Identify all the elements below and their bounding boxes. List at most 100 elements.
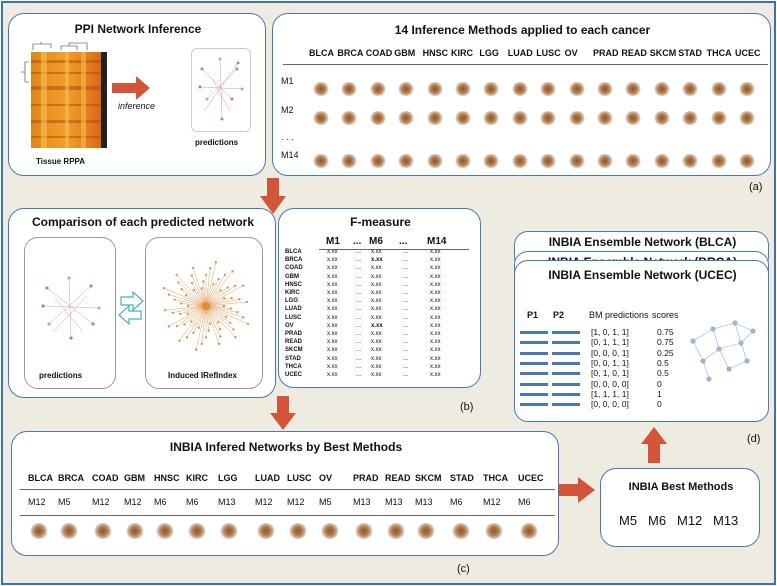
method-network-thumb xyxy=(426,111,443,125)
fm-cell-m1: x.xx xyxy=(327,281,338,288)
fm-cell-m14: x.xx xyxy=(430,257,441,264)
fm-cell-m14: x.xx xyxy=(430,249,441,255)
fm-cell-m14: x.xx xyxy=(430,290,441,296)
protein-p2-bar xyxy=(552,361,580,365)
fm-cell-m1: x.xx xyxy=(327,331,338,337)
inferred-network-thumb xyxy=(417,523,435,539)
fm-cell-m14: x.xx xyxy=(430,298,441,305)
inferred-network-thumb xyxy=(520,523,538,539)
method-network-thumb xyxy=(710,82,727,96)
fm-cell-m6: x.xx xyxy=(371,249,382,255)
methods-cancer-label: BRCA xyxy=(337,48,364,58)
fm-cell-m1: x.xx xyxy=(327,273,338,280)
method-network-thumb xyxy=(739,154,755,168)
col-p1: P1 xyxy=(527,310,539,320)
panel-letter-a: (a) xyxy=(749,181,763,193)
protein-p2-bar xyxy=(552,403,580,407)
fm-cell-m6: x.xx xyxy=(371,273,382,280)
method-row-label: M14 xyxy=(281,150,299,160)
protein-p1-bar xyxy=(520,372,548,376)
method-network-thumb xyxy=(369,111,386,125)
method-network-thumb xyxy=(511,82,528,96)
methods-cancer-label: LGG xyxy=(479,48,499,58)
methods-cancer-label: COAD xyxy=(365,48,393,58)
fm-cell-m1: x.xx xyxy=(327,363,338,370)
panel-letter-d: (d) xyxy=(747,433,761,445)
inferred-network-thumb xyxy=(60,523,78,539)
method-network-thumb xyxy=(426,82,443,96)
fm-cell-dots1: ... xyxy=(356,306,362,313)
fm-cell-m1: x.xx xyxy=(327,290,338,296)
irefindex-subbox: Induced IRefIndex xyxy=(145,237,263,389)
fm-row-name: UCEC xyxy=(285,372,303,378)
panel-letter-b: (b) xyxy=(460,401,474,413)
fm-cell-m14: x.xx xyxy=(430,306,441,313)
prediction-network-graph xyxy=(198,57,244,121)
col-bm: BM predictions xyxy=(589,310,649,320)
fm-cell-dots1: ... xyxy=(356,347,362,354)
arrow-up xyxy=(641,427,667,463)
method-network-thumb xyxy=(511,111,528,125)
fm-cell-dots1: ... xyxy=(356,265,362,272)
method-network-thumb xyxy=(398,82,415,96)
bm-prediction: [1, 0, 1, 1] xyxy=(591,327,629,337)
inferred-method-label: M6 xyxy=(518,497,531,507)
fm-cell-m6: x.xx xyxy=(371,339,382,346)
inferred-cancer-label: OV xyxy=(319,473,333,483)
comparison-predictions-label: predictions xyxy=(39,371,83,380)
inferred-cancer-label: SKCM xyxy=(415,473,442,483)
fm-cell-m6: x.xx xyxy=(371,298,382,305)
inferred-method-label: M6 xyxy=(186,497,199,507)
fm-cell-dots1: ... xyxy=(356,290,362,296)
inferred-method-label: M12 xyxy=(124,497,142,507)
ensemble-stack-title: INBIA Ensemble Network (BLCA) xyxy=(548,235,737,249)
fm-cell-m1: x.xx xyxy=(327,257,338,264)
methods-cancer-label: STAD xyxy=(678,48,703,58)
method-network-thumb xyxy=(682,154,699,168)
inferred-method-label: M12 xyxy=(483,497,501,507)
arrow-right xyxy=(559,477,595,503)
method-network-thumb xyxy=(341,111,358,125)
inferred-network-thumb xyxy=(387,523,405,539)
fm-cell-m1: x.xx xyxy=(327,339,338,346)
protein-p2-bar xyxy=(552,392,580,396)
methods-cancer-label: KIRC xyxy=(451,48,473,58)
fm-cell-dots2: ... xyxy=(403,249,409,255)
fm-row-name: THCA xyxy=(285,363,302,370)
method-network-thumb xyxy=(625,154,642,168)
fm-cell-m6: x.xx xyxy=(371,363,382,370)
fm-cell-m6: x.xx xyxy=(371,331,382,337)
fm-cell-m1: x.xx xyxy=(327,249,338,255)
method-network-thumb xyxy=(568,154,585,168)
protein-p1-bar xyxy=(520,382,548,386)
methods-cancer-label: HNSC xyxy=(422,48,449,58)
method-network-thumb xyxy=(739,82,755,96)
method-network-thumb xyxy=(710,154,727,168)
ensemble-score: 0 xyxy=(657,378,662,389)
best-title: INBIA Best Methods xyxy=(628,481,734,493)
best-method-label: M5 xyxy=(619,513,638,528)
fm-cell-dots1: ... xyxy=(356,249,362,255)
method-network-thumb xyxy=(540,111,557,125)
inferred-method-label: M13 xyxy=(385,497,403,507)
fm-cell-dots2: ... xyxy=(403,290,409,296)
fm-cell-dots2: ... xyxy=(403,265,409,272)
method-network-thumb xyxy=(455,154,471,168)
methods-cancer-label: OV xyxy=(564,48,578,58)
methods-cancer-label: PRAD xyxy=(593,48,619,58)
arrow-down-1 xyxy=(260,178,286,214)
fm-row-name: STAD xyxy=(285,355,301,362)
inferred-network-thumb xyxy=(485,523,503,539)
col-p2: P2 xyxy=(553,310,565,320)
fm-header-line xyxy=(319,249,469,250)
fm-cell-dots1: ... xyxy=(356,331,362,337)
bm-prediction: [0, 0, 0, 0] xyxy=(591,378,629,389)
ensemble-score: 1 xyxy=(657,388,662,399)
fm-cell-dots1: ... xyxy=(356,372,362,378)
inferred-line-1 xyxy=(20,489,555,490)
inferred-network-thumb xyxy=(126,523,144,539)
method-network-thumb xyxy=(313,154,329,168)
bm-prediction: [0, 1, 1, 1] xyxy=(591,337,629,348)
